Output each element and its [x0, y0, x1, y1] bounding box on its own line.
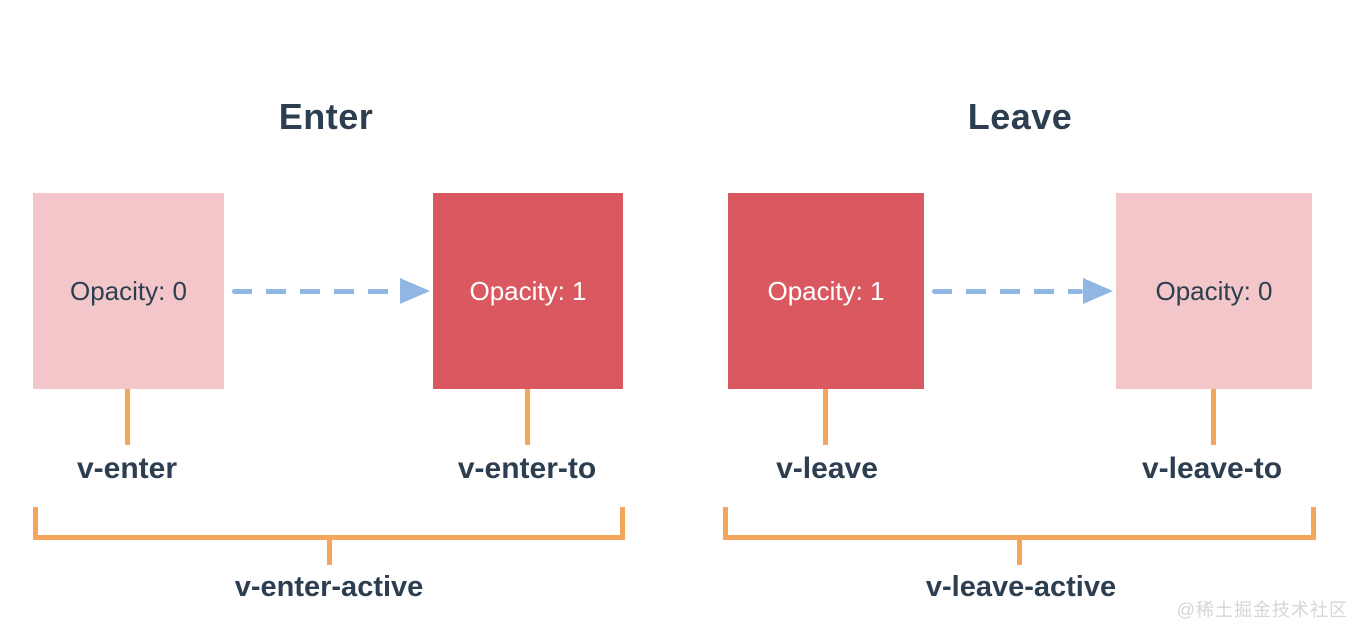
enter-to-box-label: Opacity: 1	[469, 275, 587, 306]
enter-to-connector-line	[525, 389, 530, 445]
leave-section-title: Leave	[967, 96, 1073, 137]
enter-active-bracket	[33, 507, 625, 540]
leave-to-connector-line	[1211, 389, 1216, 445]
leave-from-connector-line	[823, 389, 828, 445]
enter-active-bracket-stem	[327, 540, 332, 565]
enter-section-title: Enter	[278, 96, 374, 137]
leave-from-box-label: Opacity: 1	[767, 275, 885, 306]
leave-dashed-arrow-icon	[932, 277, 1113, 305]
enter-from-connector-line	[125, 389, 130, 445]
class-label-v-enter: v-enter	[76, 452, 178, 485]
leave-from-box: Opacity: 1	[728, 193, 924, 389]
leave-to-box-label: Opacity: 0	[1155, 275, 1273, 306]
class-label-v-enter-active: v-enter-active	[234, 571, 424, 603]
enter-to-box: Opacity: 1	[433, 193, 623, 389]
class-label-v-leave-active: v-leave-active	[925, 571, 1117, 603]
enter-from-box-label: Opacity: 0	[69, 275, 188, 306]
leave-to-box: Opacity: 0	[1116, 193, 1312, 389]
class-label-v-leave: v-leave	[776, 452, 878, 485]
leave-active-bracket-stem	[1017, 540, 1022, 565]
enter-from-box: Opacity: 0	[33, 193, 224, 389]
leave-active-bracket	[723, 507, 1316, 540]
dashed-line	[932, 288, 1083, 294]
dashed-line	[232, 288, 400, 294]
class-label-v-leave-to: v-leave-to	[1141, 452, 1283, 485]
arrow-head-icon	[1083, 278, 1113, 304]
enter-dashed-arrow-icon	[232, 277, 430, 305]
arrow-head-icon	[400, 278, 430, 304]
watermark: @稀土掘金技术社区	[1176, 600, 1348, 620]
class-label-v-enter-to: v-enter-to	[457, 452, 597, 485]
